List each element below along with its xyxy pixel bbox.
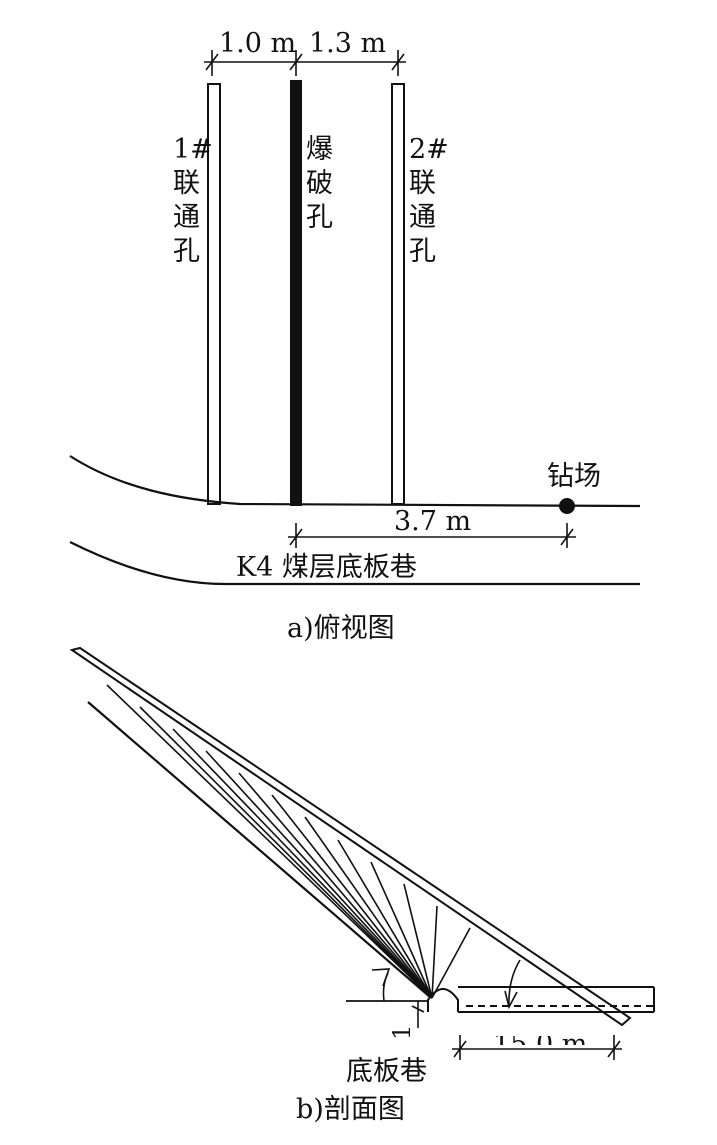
dim-label-13m: 1.3 m xyxy=(309,28,386,59)
connection-hole-1 xyxy=(207,83,221,505)
svg-text:破: 破 xyxy=(306,168,333,199)
caption-section-view: b)剖面图 xyxy=(296,1094,405,1125)
seam-floor-line xyxy=(87,701,431,998)
hole-2-label: 2# 联 通 孔 xyxy=(409,134,449,267)
drill-site-dot xyxy=(559,498,575,514)
mark-one: 1 xyxy=(388,1025,416,1040)
vertical-dimension-mark xyxy=(411,1001,425,1028)
drill-site-label: 钻场 xyxy=(547,461,601,492)
roadway-upper-wall xyxy=(69,455,641,508)
dimension-15m xyxy=(452,1035,622,1060)
dimension-3-7m xyxy=(288,523,576,548)
horizontal-roadway xyxy=(458,986,655,1013)
angle-arcs xyxy=(371,959,521,1010)
blast-hole xyxy=(290,80,302,506)
dim-label-1m: 1.0 m xyxy=(219,28,296,59)
coal-seam xyxy=(69,646,632,1027)
roadway-lower-wall xyxy=(69,541,640,586)
svg-text:联: 联 xyxy=(409,168,436,199)
connection-hole-2 xyxy=(391,83,405,505)
svg-text:孔: 孔 xyxy=(173,236,200,267)
svg-text:通: 通 xyxy=(409,202,436,233)
top-dimension xyxy=(204,50,406,76)
hole-1-label: 1# 联 通 孔 xyxy=(173,134,213,267)
section-view: 1 15.0 m 底板巷 b)剖面图 xyxy=(69,646,655,1125)
dim-label-15m: 15.0 m xyxy=(493,1029,587,1060)
svg-text:孔: 孔 xyxy=(306,202,333,233)
top-view: 1.0 m 1.3 m 1# 联 通 孔 爆 破 孔 2# 联 通 孔 钻场 xyxy=(69,28,641,644)
drill-hole-fan xyxy=(106,684,471,999)
floor-roadway-label: 底板巷 xyxy=(346,1056,427,1087)
svg-text:爆: 爆 xyxy=(306,134,333,165)
roadway-label: K4 煤层底板巷 xyxy=(236,552,417,583)
svg-text:2#: 2# xyxy=(409,134,449,165)
svg-text:孔: 孔 xyxy=(409,236,436,267)
dim-label-37m: 3.7 m xyxy=(394,506,471,537)
caption-top-view: a)俯视图 xyxy=(287,613,395,644)
svg-text:通: 通 xyxy=(173,202,200,233)
svg-text:联: 联 xyxy=(173,168,200,199)
svg-text:1#: 1# xyxy=(173,134,213,165)
blast-hole-label: 爆 破 孔 xyxy=(306,134,333,233)
floor-roadway xyxy=(427,988,459,1012)
